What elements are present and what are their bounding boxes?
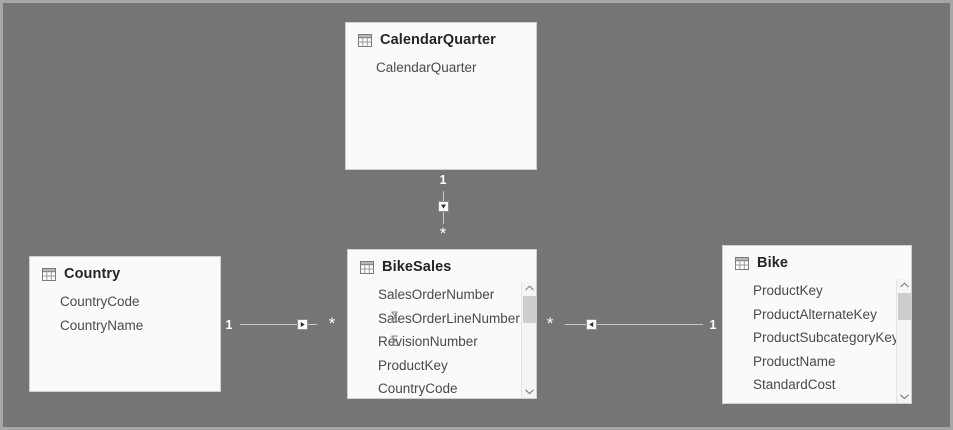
relationship-bikesales-bike[interactable]: * 1 [541,309,723,337]
field-list-calendarquarter: CalendarQuarter [346,54,536,80]
table-header-bikesales[interactable]: BikeSales [348,250,536,281]
cross-filter-direction-icon[interactable] [586,319,597,330]
cross-filter-direction-icon[interactable] [438,201,449,212]
table-card-calendarquarter[interactable]: CalendarQuarter CalendarQuarter [345,22,537,170]
table-title: CalendarQuarter [380,32,496,48]
field-row[interactable]: CalendarQuarter [376,56,536,80]
table-card-bike[interactable]: Bike ProductKey ProductAlternateKey Prod… [722,245,912,404]
scrollbar-thumb[interactable] [898,293,911,320]
field-row[interactable]: ProductName [753,350,911,374]
field-row[interactable]: StandardCost [753,373,911,397]
field-label: ProductKey [378,357,448,373]
table-icon [42,267,56,281]
field-list-country: CountryCode CountryName [30,288,220,337]
table-icon [358,33,372,47]
field-label: CalendarQuarter [376,60,477,76]
field-row[interactable]: ProductKey [378,354,536,378]
scrollbar-thumb[interactable] [523,296,536,323]
field-label: ProductSubcategoryKey [753,330,899,346]
field-label: ProductKey [753,283,823,299]
table-title: Bike [757,255,789,271]
field-row[interactable]: SalesOrderNumber [378,283,536,307]
table-card-bikesales[interactable]: BikeSales SalesOrderNumber Σ SalesOrderL… [347,249,537,399]
chevron-up-icon[interactable] [899,281,910,290]
table-icon [360,260,374,274]
cardinality-label-to: 1 [709,318,717,332]
cardinality-label-from: 1 [439,173,447,187]
chevron-down-icon[interactable] [899,392,910,401]
cardinality-label-to: * [439,224,447,243]
table-header-country[interactable]: Country [30,257,220,288]
field-label: CountryCode [60,294,140,310]
field-row[interactable]: CountryCode [378,377,536,398]
relationship-line [240,324,317,325]
field-list-bike: ProductKey ProductAlternateKey ProductSu… [723,277,911,397]
sigma-icon: Σ [390,310,399,327]
field-label: ProductAlternateKey [753,306,877,322]
table-icon [735,256,749,270]
field-label: CountryName [60,317,144,333]
table-title: BikeSales [382,259,452,275]
table-header-calendarquarter[interactable]: CalendarQuarter [346,23,536,54]
relationship-line [565,324,703,325]
cardinality-label-from: * [546,314,554,333]
field-row[interactable]: Σ SalesOrderLineNumber [378,307,536,331]
field-row[interactable]: CountryCode [60,290,220,314]
table-title: Country [64,266,121,282]
chevron-down-icon[interactable] [524,387,535,396]
relationship-calendarquarter-bikesales[interactable]: 1 * [413,170,473,250]
field-label: ProductName [753,353,836,369]
vertical-scrollbar-bikesales[interactable] [521,282,536,398]
table-header-bike[interactable]: Bike [723,246,911,277]
sigma-icon: Σ [390,333,399,350]
field-label: StandardCost [753,377,836,393]
cardinality-label-to: * [328,314,336,333]
cardinality-label-from: 1 [225,318,233,332]
cross-filter-direction-icon[interactable] [297,319,308,330]
field-label: SalesOrderLineNumber [378,310,520,326]
field-list-bikesales: SalesOrderNumber Σ SalesOrderLineNumber … [348,281,536,398]
field-label: RevisionNumber [378,334,478,350]
field-row[interactable]: ProductSubcategoryKey [753,326,911,350]
table-card-country[interactable]: Country CountryCode CountryName [29,256,221,392]
field-label: SalesOrderNumber [378,287,495,303]
vertical-scrollbar-bike[interactable] [896,279,911,403]
field-row[interactable]: Σ RevisionNumber [378,330,536,354]
field-row[interactable]: ProductAlternateKey [753,303,911,327]
field-row[interactable]: ProductKey [753,279,911,303]
relationship-country-bikesales[interactable]: 1 * [221,309,347,337]
chevron-up-icon[interactable] [524,284,535,293]
field-label: CountryCode [378,381,458,397]
field-row[interactable]: CountryName [60,314,220,338]
